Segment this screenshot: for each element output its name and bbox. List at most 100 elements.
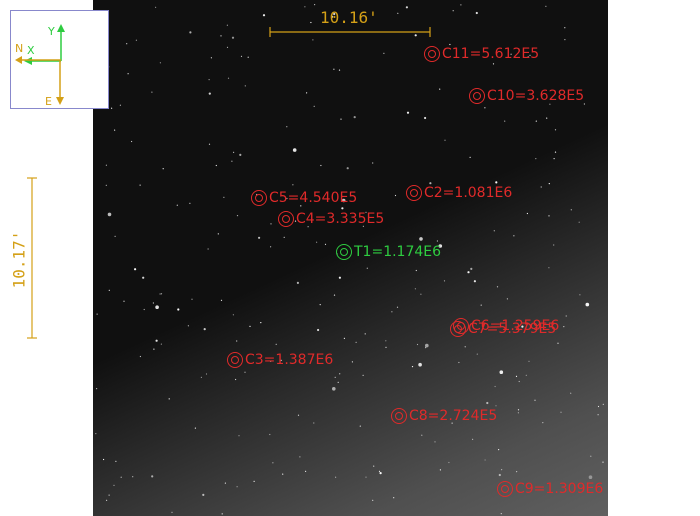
background-star: [203, 328, 206, 331]
background-star: [564, 39, 566, 41]
background-star: [359, 425, 361, 427]
background-star: [364, 333, 366, 335]
background-star: [516, 471, 518, 473]
background-star: [227, 77, 230, 79]
background-star: [495, 181, 498, 184]
background-star: [383, 52, 385, 54]
background-star: [416, 343, 419, 346]
background-stars: [95, 4, 604, 515]
background-star: [557, 342, 559, 344]
aperture-ring-icon: [450, 321, 466, 337]
background-star: [208, 143, 211, 145]
background-star: [299, 456, 301, 458]
background-star: [484, 107, 486, 109]
background-star: [338, 276, 341, 279]
background-star: [155, 305, 159, 310]
comparison-star-label: C6=1.259E6: [471, 318, 560, 334]
background-star: [191, 298, 193, 300]
background-star: [106, 499, 108, 501]
background-star: [353, 116, 356, 119]
background-star: [240, 55, 243, 58]
background-star: [220, 299, 223, 301]
background-star: [343, 337, 345, 339]
background-star: [153, 348, 155, 350]
background-star: [187, 325, 189, 327]
compass-north-label: N: [15, 42, 24, 55]
background-star: [286, 197, 288, 200]
background-star: [563, 326, 565, 328]
background-star: [565, 315, 567, 317]
background-star: [429, 182, 432, 185]
background-star: [393, 497, 395, 499]
background-star: [177, 308, 180, 311]
background-star: [540, 186, 542, 188]
background-star: [578, 221, 580, 223]
background-star: [236, 340, 238, 342]
background-star: [535, 120, 537, 122]
background-star: [262, 14, 266, 17]
background-star: [189, 31, 192, 34]
background-star: [496, 286, 499, 288]
background-star: [160, 293, 163, 295]
background-star: [411, 366, 414, 368]
background-star: [492, 63, 495, 65]
background-star: [414, 288, 416, 290]
background-star: [418, 362, 422, 367]
background-star: [239, 153, 242, 156]
background-star: [449, 43, 451, 46]
vertical-scale-label: 10.17': [9, 230, 29, 289]
background-star: [414, 34, 417, 37]
background-star: [168, 398, 170, 400]
background-star: [131, 140, 133, 143]
background-star: [419, 237, 423, 241]
background-star: [366, 267, 368, 269]
background-star: [305, 470, 307, 472]
background-star: [217, 233, 219, 235]
aperture-ring-icon: [406, 185, 422, 201]
background-star: [420, 293, 422, 295]
background-star: [297, 414, 300, 416]
background-star: [585, 302, 590, 307]
background-star: [480, 304, 482, 306]
aperture-ring-icon: [278, 211, 294, 227]
background-star: [554, 151, 557, 153]
background-star: [341, 198, 346, 203]
background-star: [486, 401, 489, 405]
background-star: [96, 313, 98, 315]
background-star: [548, 215, 550, 217]
star-field-image[interactable]: C11=5.612E5 C10=3.628E5 C2=1.081E6 C5=4.…: [93, 0, 608, 516]
background-star: [439, 88, 441, 90]
background-star: [553, 158, 555, 160]
background-star: [176, 204, 178, 206]
background-star: [500, 513, 502, 515]
background-star: [258, 236, 261, 239]
background-star: [451, 422, 453, 424]
aperture-ring-icon: [391, 408, 407, 424]
background-star: [194, 427, 196, 429]
background-star: [316, 241, 318, 243]
background-star: [189, 202, 191, 204]
background-star: [510, 53, 512, 55]
background-star: [244, 371, 246, 373]
background-star: [518, 380, 520, 383]
background-star: [226, 24, 228, 26]
background-star: [340, 118, 342, 120]
background-star: [312, 39, 314, 41]
background-star: [208, 92, 211, 95]
compass-y-label: Y: [48, 25, 55, 38]
background-star: [235, 378, 237, 381]
background-star: [495, 405, 497, 407]
background-star: [548, 183, 550, 185]
background-star: [405, 6, 408, 9]
background-star: [300, 205, 302, 207]
background-star: [602, 461, 604, 463]
background-star: [314, 4, 316, 6]
background-star: [590, 455, 592, 457]
background-star: [332, 387, 336, 391]
background-star: [107, 212, 112, 217]
background-star: [333, 12, 336, 16]
background-star: [317, 328, 320, 332]
background-star: [498, 473, 501, 477]
compass-x-label: X: [27, 44, 35, 57]
background-star: [396, 306, 399, 308]
